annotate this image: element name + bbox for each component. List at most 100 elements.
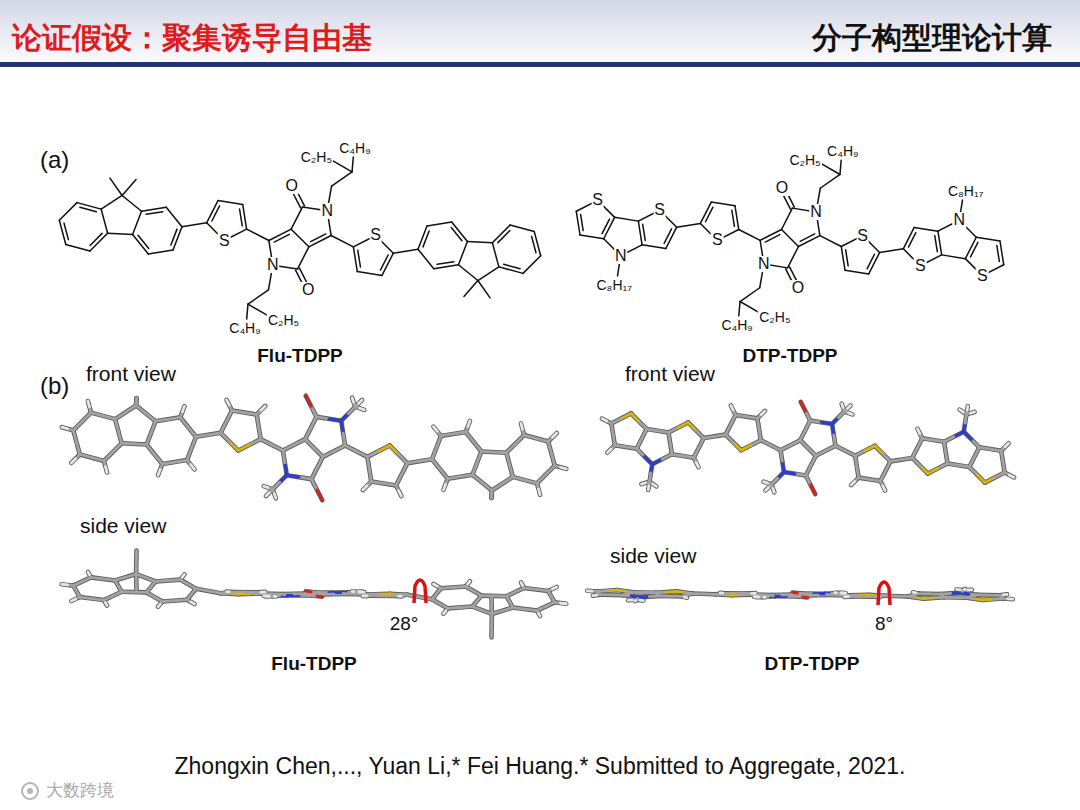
stick-outline — [104, 461, 107, 473]
stick-half — [329, 419, 341, 421]
bond-line — [59, 203, 77, 221]
stick-outline — [761, 440, 781, 450]
stick-half — [552, 433, 556, 437]
stick-outline — [964, 588, 972, 593]
atom-label: N — [266, 257, 280, 273]
stick-half — [771, 445, 781, 450]
stick-half — [631, 596, 639, 597]
stick-half — [73, 430, 76, 442]
stick-half — [805, 411, 810, 420]
stick-half — [506, 453, 509, 465]
stick-half — [972, 440, 980, 448]
section-heading: 分子构型理论计算 — [812, 21, 1052, 56]
stick-half — [306, 590, 311, 593]
bond-line — [498, 231, 510, 243]
stick-half — [746, 417, 757, 419]
bond-line — [133, 211, 142, 234]
stick-half — [995, 473, 1005, 478]
bond-line — [458, 265, 477, 281]
stick-half — [647, 429, 658, 431]
bond-line — [291, 207, 302, 229]
stick-half — [468, 581, 470, 584]
atom-label: S — [591, 192, 604, 208]
stick-half — [539, 613, 541, 616]
stick-half — [696, 462, 698, 467]
stick-half — [908, 596, 916, 597]
stick-outline — [432, 588, 441, 599]
stick-half — [1005, 443, 1009, 447]
stick-half — [656, 591, 666, 595]
stick-half — [306, 396, 311, 407]
atom-label: S — [218, 233, 231, 249]
stick-half — [524, 588, 536, 590]
stick-half — [913, 591, 915, 594]
bond-line — [451, 228, 462, 241]
stick-half — [857, 467, 859, 478]
stick-outline — [73, 586, 79, 597]
atom-label: C₄H₉ — [338, 141, 372, 155]
side-view-model — [587, 589, 1013, 601]
bond-line — [782, 230, 799, 247]
stick-half — [402, 463, 408, 474]
stick-outline — [122, 589, 147, 594]
bond-line — [110, 178, 122, 195]
stick-half — [766, 487, 769, 490]
stick-half — [865, 446, 875, 451]
watermark-logo — [22, 783, 38, 799]
bond-line — [333, 161, 352, 172]
stick-half — [1003, 593, 1007, 596]
stick-outline — [652, 454, 672, 464]
stick-outline — [355, 407, 364, 410]
stick-half — [490, 598, 493, 606]
stick-outline — [481, 593, 506, 598]
stick-outline — [257, 414, 261, 439]
angle-value: 8° — [875, 613, 893, 635]
atom-label: C₂H₅ — [788, 152, 821, 166]
stick-half — [736, 415, 747, 417]
stick-half — [317, 595, 322, 598]
atom-label: N — [809, 204, 823, 220]
stick-half — [670, 443, 672, 454]
bond-line — [740, 288, 760, 302]
stick-half — [105, 467, 107, 473]
stick-outline — [784, 472, 806, 475]
stick-outline — [704, 435, 726, 438]
stick-half — [938, 464, 948, 469]
stick-outline — [441, 432, 466, 436]
stick-half — [92, 458, 104, 461]
stick-half — [77, 442, 80, 454]
stick-outline — [71, 454, 79, 462]
stick-outline — [91, 577, 115, 580]
stick-half — [828, 593, 838, 596]
bond-line — [437, 262, 454, 265]
stick-outline — [345, 592, 367, 597]
bond-line — [840, 160, 841, 174]
stick-half — [731, 405, 733, 410]
stick-half — [317, 457, 323, 468]
stick-outline — [187, 437, 196, 460]
stick-outline — [432, 599, 448, 608]
stick-half — [754, 595, 758, 598]
stick-half — [607, 589, 617, 593]
header-band — [0, 0, 1080, 62]
stick-outline — [187, 589, 196, 600]
stick-outline — [390, 445, 408, 463]
stick-half — [136, 574, 146, 578]
stick-half — [118, 431, 121, 443]
stick-half — [928, 469, 938, 474]
stick-outline — [187, 460, 195, 469]
stick-half — [751, 440, 761, 445]
stick-half — [1008, 597, 1013, 600]
stick-outline — [513, 608, 537, 611]
stick-half — [979, 447, 990, 449]
stick-half — [73, 582, 82, 586]
stick-outline — [264, 486, 273, 489]
stick-half — [249, 439, 260, 445]
bond-line — [357, 272, 382, 276]
stick-half — [122, 442, 134, 445]
stick-half — [1001, 451, 1003, 462]
stick-half — [443, 611, 445, 614]
stick-half — [226, 411, 232, 422]
stick-half — [720, 592, 725, 595]
